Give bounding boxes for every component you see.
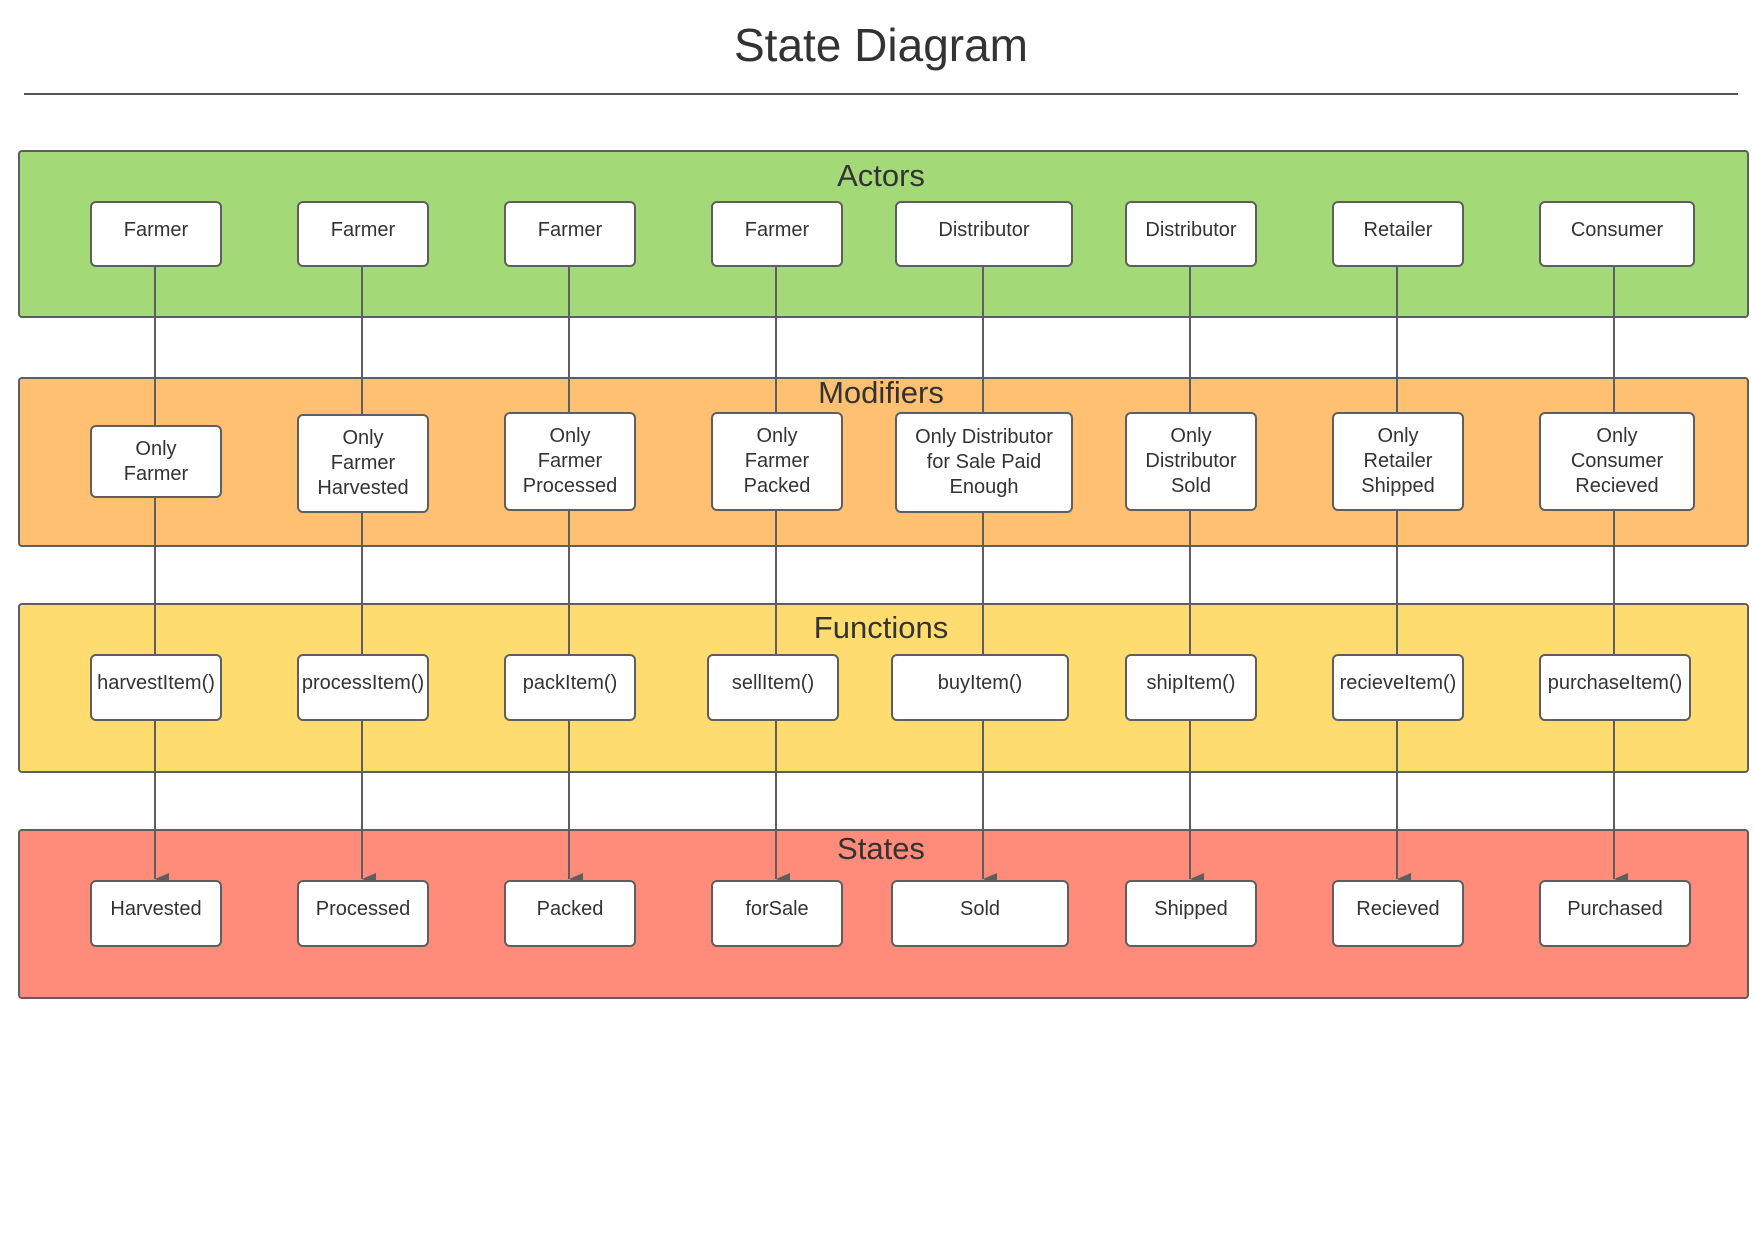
modifiers-node-8: Only Consumer Recieved <box>1539 412 1695 511</box>
states-node-1: Harvested <box>90 880 222 947</box>
modifiers-node-3: Only Farmer Processed <box>504 412 636 511</box>
states-node-4: forSale <box>711 880 843 947</box>
actors-node-7: Retailer <box>1332 201 1464 267</box>
states-node-7: Recieved <box>1332 880 1464 947</box>
actors-node-2: Farmer <box>297 201 429 267</box>
functions-node-7: recieveItem() <box>1332 654 1464 721</box>
actors-node-3: Farmer <box>504 201 636 267</box>
title-divider <box>24 93 1738 95</box>
modifiers-node-4: Only Farmer Packed <box>711 412 843 511</box>
states-node-8: Purchased <box>1539 880 1691 947</box>
states-node-5: Sold <box>891 880 1069 947</box>
functions-band-title: Functions <box>813 610 949 645</box>
states-node-6: Shipped <box>1125 880 1257 947</box>
modifiers-band-title: Modifiers <box>818 375 944 410</box>
functions-node-1: harvestItem() <box>90 654 222 721</box>
functions-node-4: sellItem() <box>707 654 839 721</box>
modifiers-node-6: Only Distributor Sold <box>1125 412 1257 511</box>
actors-node-1: Farmer <box>90 201 222 267</box>
states-node-2: Processed <box>297 880 429 947</box>
modifiers-node-5: Only Distributor for Sale Paid Enough <box>895 412 1073 513</box>
actors-node-5: Distributor <box>895 201 1073 267</box>
modifiers-node-1: Only Farmer <box>90 425 222 498</box>
modifiers-node-7: Only Retailer Shipped <box>1332 412 1464 511</box>
functions-node-8: purchaseItem() <box>1539 654 1691 721</box>
functions-node-2: processItem() <box>297 654 429 721</box>
actors-node-4: Farmer <box>711 201 843 267</box>
states-band-title: States <box>837 831 925 866</box>
states-node-3: Packed <box>504 880 636 947</box>
functions-node-3: packItem() <box>504 654 636 721</box>
page-title: State Diagram <box>733 19 1028 71</box>
functions-node-6: shipItem() <box>1125 654 1257 721</box>
functions-node-5: buyItem() <box>891 654 1069 721</box>
actors-node-6: Distributor <box>1125 201 1257 267</box>
actors-node-8: Consumer <box>1539 201 1695 267</box>
actors-band-title: Actors <box>837 158 925 193</box>
modifiers-node-2: Only Farmer Harvested <box>297 414 429 513</box>
